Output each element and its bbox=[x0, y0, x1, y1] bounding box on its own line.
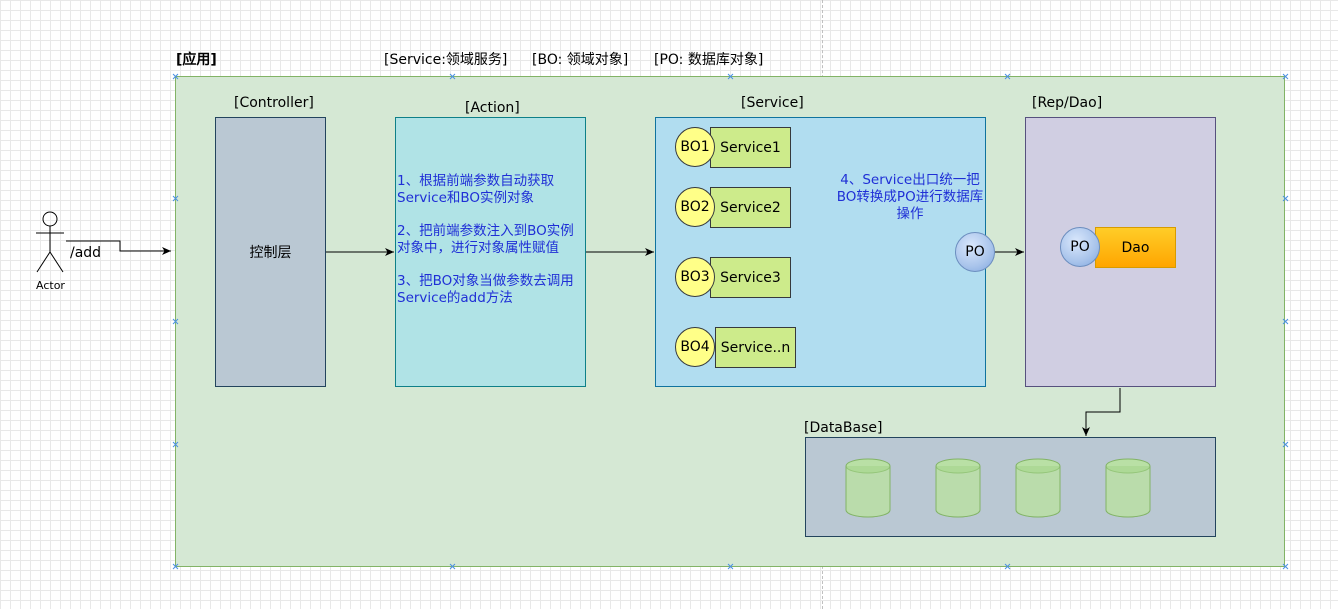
app-label: [应用] bbox=[176, 52, 217, 68]
legend-po: [PO: 数据库对象] bbox=[654, 52, 764, 68]
database-cylinder-icon[interactable] bbox=[1105, 458, 1151, 518]
bo-circle[interactable]: BO2 bbox=[675, 187, 715, 227]
dao-label: Dao bbox=[1121, 239, 1150, 256]
bo-circle[interactable]: BO1 bbox=[675, 127, 715, 167]
dao-box[interactable]: Dao bbox=[1095, 227, 1176, 268]
edge-rep-to-database bbox=[1082, 388, 1121, 436]
actor-label: Actor bbox=[36, 279, 65, 292]
bo-circle[interactable]: BO3 bbox=[675, 257, 715, 297]
bo-label: BO1 bbox=[680, 139, 710, 155]
action-step: 1、根据前端参数自动获取Service和BO实例对象 bbox=[397, 173, 555, 206]
service-item[interactable]: Service1 bbox=[710, 127, 791, 168]
controller-body-label: 控制层 bbox=[249, 245, 292, 261]
controller-layer[interactable]: 控制层 bbox=[215, 117, 326, 387]
bo-label: BO3 bbox=[680, 269, 710, 285]
action-steps: 1、根据前端参数自动获取Service和BO实例对象 2、把前端参数注入到BO实… bbox=[397, 173, 584, 323]
legend-bo: [BO: 领域对象] bbox=[532, 52, 629, 68]
po-label: PO bbox=[1070, 239, 1090, 255]
action-layer[interactable] bbox=[395, 117, 586, 387]
bo-label: BO2 bbox=[680, 199, 710, 215]
bo-label: BO4 bbox=[680, 339, 710, 355]
service-item[interactable]: Service..n bbox=[715, 327, 796, 368]
legend-service: [Service:领域服务] bbox=[384, 52, 508, 68]
po-label: PO bbox=[965, 244, 985, 260]
database-title: [DataBase] bbox=[804, 420, 883, 436]
action-title: [Action] bbox=[465, 100, 520, 116]
service-item-label: Service1 bbox=[720, 139, 781, 156]
database-cylinder-icon[interactable] bbox=[935, 458, 981, 518]
service-output-note: 4、Service出口统一把BO转换成PO进行数据库操作 bbox=[836, 172, 984, 222]
service-item[interactable]: Service3 bbox=[710, 257, 791, 298]
service-item-label: Service..n bbox=[720, 339, 791, 356]
database-cylinder-icon[interactable] bbox=[1015, 458, 1061, 518]
action-step: 2、把前端参数注入到BO实例对象中，进行对象属性赋值 bbox=[397, 223, 574, 256]
action-step: 3、把BO对象当做参数去调用Service的add方法 bbox=[397, 273, 574, 306]
po-circle-output[interactable]: PO bbox=[955, 232, 995, 272]
service-title: [Service] bbox=[741, 95, 804, 111]
edge-label-add: /add bbox=[70, 245, 102, 261]
edge-actor-to-app bbox=[66, 240, 171, 255]
po-circle-rep[interactable]: PO bbox=[1060, 227, 1100, 267]
rep-title: [Rep/Dao] bbox=[1032, 95, 1103, 111]
service-item-label: Service2 bbox=[720, 199, 781, 216]
database-cylinder-icon[interactable] bbox=[845, 458, 891, 518]
controller-title: [Controller] bbox=[234, 95, 314, 111]
service-item-label: Service3 bbox=[720, 269, 781, 286]
service-item[interactable]: Service2 bbox=[710, 187, 791, 228]
actor-figure bbox=[36, 211, 64, 273]
bo-circle[interactable]: BO4 bbox=[675, 327, 715, 367]
